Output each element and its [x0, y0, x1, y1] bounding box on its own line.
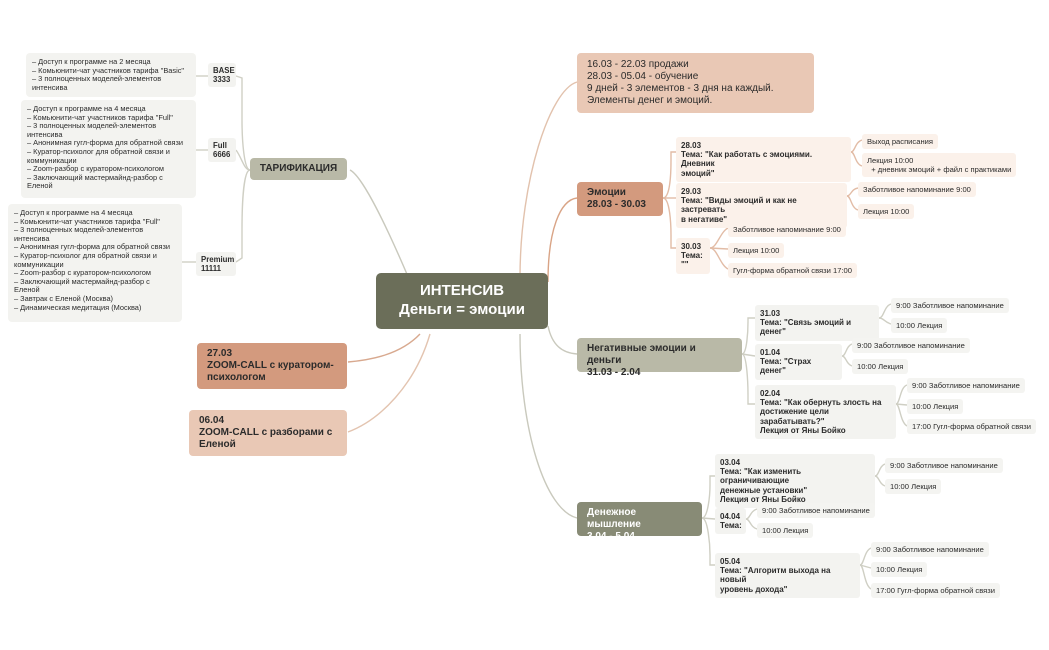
emotions-day1-lecture: Лекция 10:00 + дневник эмоций + файл с п…: [862, 153, 1017, 177]
money-day2-reminder: 9:00 Заботливое напоминание: [757, 503, 875, 518]
tariff-base-features: – Доступ к программе на 2 месяца – Комью…: [26, 53, 196, 98]
money-day3-lecture: 10:00 Лекция: [871, 562, 928, 577]
tariff-premium-features: – Доступ к программе на 4 месяца – Комью…: [8, 204, 182, 322]
emotions-day1-schedule: Выход расписания: [862, 134, 938, 149]
negative-day1-lecture: 10:00 Лекция: [891, 318, 948, 333]
negative-day3-topic[interactable]: 02.04 Тема: "Как обернуть злость на дост…: [755, 385, 896, 440]
emotions-day1-topic[interactable]: 28.03 Тема: "Как работать с эмоциями. Дн…: [676, 137, 851, 182]
money-day2-topic[interactable]: 04.04 Тема:: [715, 508, 746, 535]
negative-day2-reminder: 9:00 Заботливое напоминание: [852, 338, 970, 353]
money-day1-topic[interactable]: 03.04 Тема: "Как изменить ограничивающие…: [715, 454, 875, 509]
negative-day2-lecture: 10:00 Лекция: [852, 359, 909, 374]
negative-day3-lecture: 10:00 Лекция: [907, 399, 964, 414]
negative-day2-topic[interactable]: 01.04 Тема: "Страх денег": [755, 344, 842, 380]
money-day2-lecture: 10:00 Лекция: [757, 523, 814, 538]
emotions-day3-feedback-form: Гугл-форма обратной связи 17:00: [728, 263, 858, 278]
zoom-call-elena[interactable]: 06.04 ZOOM-CALL с разборами с Еленой: [189, 410, 347, 456]
negative-day3-feedback-form: 17:00 Гугл-форма обратной связи: [907, 419, 1037, 434]
tariff-full-features: – Доступ к программе на 4 месяца – Комью…: [21, 100, 196, 198]
schedule-node[interactable]: 16.03 - 22.03 продажи 28.03 - 05.04 - об…: [577, 53, 814, 113]
money-day3-topic[interactable]: 05.04 Тема: "Алгоритм выхода на новый ур…: [715, 553, 860, 598]
tariff-full-label[interactable]: Full 6666: [208, 138, 236, 163]
emotions-day3-lecture: Лекция 10:00: [728, 243, 785, 258]
zoom-call-curator[interactable]: 27.03 ZOOM-CALL с куратором- психологом: [197, 343, 347, 389]
money-mindset-node[interactable]: Денежное мышление 3.04 - 5.04: [577, 502, 702, 542]
negative-emotions-node[interactable]: Негативные эмоции и деньги 31.03 - 2.04: [577, 338, 742, 378]
emotions-day2-topic[interactable]: 29.03 Тема: "Виды эмоций и как не застре…: [676, 183, 847, 228]
emotions-node[interactable]: Эмоции 28.03 - 30.03: [577, 182, 663, 216]
tariff-premium-label[interactable]: Premium 11111: [196, 252, 236, 277]
center-node[interactable]: ИНТЕНСИВ Деньги = эмоции: [376, 273, 548, 329]
money-day1-reminder: 9:00 Заботливое напоминание: [885, 458, 1003, 473]
emotions-day3-reminder: Заботливое напоминание 9:00: [728, 222, 846, 237]
emotions-day2-reminder: Заботливое напоминание 9:00: [858, 182, 976, 197]
money-day3-feedback-form: 17:00 Гугл-форма обратной связи: [871, 583, 1001, 598]
negative-day1-reminder: 9:00 Заботливое напоминание: [891, 298, 1009, 313]
negative-day3-reminder: 9:00 Заботливое напоминание: [907, 378, 1025, 393]
money-day3-reminder: 9:00 Заботливое напоминание: [871, 542, 989, 557]
emotions-day2-lecture: Лекция 10:00: [858, 204, 915, 219]
emotions-day3-topic[interactable]: 30.03 Тема: "": [676, 238, 710, 274]
center-title: ИНТЕНСИВ: [419, 282, 505, 299]
money-day1-lecture: 10:00 Лекция: [885, 479, 942, 494]
tariffs-node[interactable]: ТАРИФИКАЦИЯ: [250, 158, 347, 180]
negative-day1-topic[interactable]: 31.03 Тема: "Связь эмоций и денег": [755, 305, 879, 341]
tariff-base-label[interactable]: BASE 3333: [208, 63, 236, 88]
center-subtitle: Деньги = эмоции: [399, 301, 525, 318]
